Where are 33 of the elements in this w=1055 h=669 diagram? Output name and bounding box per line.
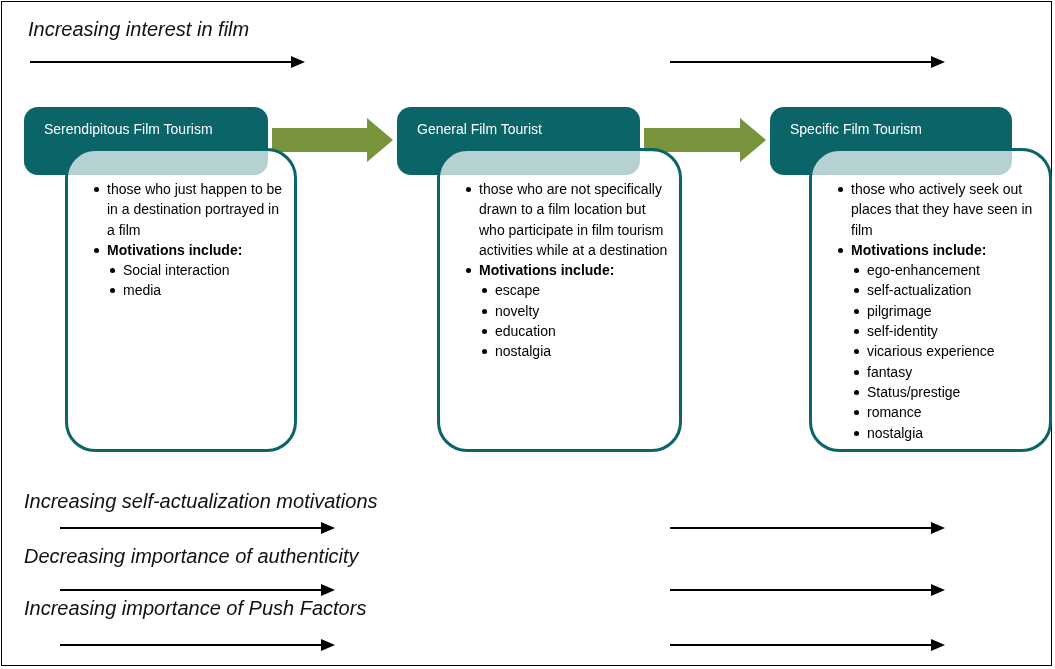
block-arrow (272, 118, 393, 162)
list-item: escape (478, 280, 671, 301)
list-item: Status/prestige (850, 381, 1041, 403)
list-heading: Motivations include: (462, 260, 671, 281)
list-item: education (478, 321, 671, 342)
stage-title: Specific Film Tourism (790, 121, 923, 137)
list-item: those who are not specifically drawn to a film location but who participate in film tourism activities while at a destination (462, 179, 671, 261)
list-item: those who actively seek out places that they have seen in film (834, 179, 1041, 240)
list-item: those who just happen to be in a destination portrayed in a film (90, 179, 286, 240)
list-item: nostalgia (850, 422, 1041, 443)
list-item: novelty (478, 300, 671, 322)
list-item: fantasy (850, 361, 1041, 382)
list-heading: Motivations include: (834, 239, 1041, 261)
list-item: Social interaction (106, 260, 286, 281)
list-heading: Motivations include: (90, 239, 286, 261)
trend-label: Increasing interest in film (28, 18, 250, 41)
trend-label: Decreasing importance of authenticity (24, 545, 359, 568)
trend-label: Increasing self-actualization motivations (24, 490, 378, 513)
trend-label: Increasing importance of Push Factors (24, 597, 367, 620)
list-item: nostalgia (478, 341, 671, 362)
stage-title: General Film Tourist (417, 121, 543, 137)
description-box (437, 148, 682, 452)
description-box (65, 148, 297, 452)
block-arrow (644, 118, 766, 162)
list-item: media (106, 280, 286, 301)
list-item: vicarious experience (850, 341, 1041, 362)
list-item: ego-enhancement (850, 260, 1041, 281)
list-item: self-actualization (850, 280, 1041, 301)
list-item: pilgrimage (850, 300, 1041, 322)
description-box (809, 148, 1052, 452)
stage-title: Serendipitous Film Tourism (44, 121, 214, 137)
list-item: romance (850, 402, 1041, 423)
list-item: self-identity (850, 321, 1041, 342)
